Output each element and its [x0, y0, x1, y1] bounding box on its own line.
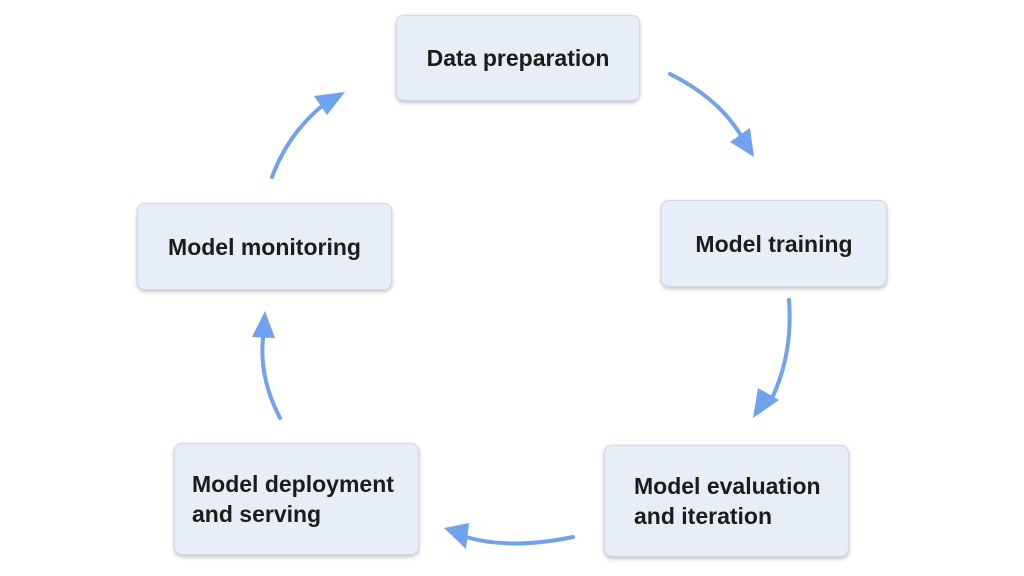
arrowhead-model-monitoring: [252, 311, 275, 338]
arrow-model-monitoring-to-data-preparation: [270, 104, 324, 179]
arrowhead-model-evaluation: [753, 388, 779, 418]
node-model-deployment-and-serving: Model deployment and serving: [174, 443, 419, 555]
arrowhead-data-preparation: [314, 92, 345, 115]
node-label: Model monitoring: [168, 233, 361, 260]
arrowhead-model-deployment: [444, 523, 469, 549]
node-label-line-1: Model deployment: [192, 471, 394, 497]
arrow-model-training-to-model-evaluation: [771, 298, 792, 398]
node-model-monitoring: Model monitoring: [137, 203, 392, 290]
arrowhead-model-training: [730, 128, 754, 157]
node-label-line-2: and iteration: [634, 503, 773, 529]
node-data-preparation: Data preparation: [396, 15, 640, 101]
node-label-line-2: and serving: [192, 501, 322, 527]
arrow-model-evaluation-to-model-deployment: [464, 535, 575, 546]
node-label-line-1: Model evaluation: [634, 473, 821, 499]
node-model-training: Model training: [661, 200, 887, 287]
node-label: Model training: [695, 230, 853, 257]
node-model-evaluation-and-iteration: Model evaluation and iteration: [604, 445, 849, 557]
arrow-model-deployment-to-model-monitoring: [260, 336, 282, 420]
arrow-data-preparation-to-model-training: [668, 72, 742, 136]
node-label: Data preparation: [426, 45, 610, 71]
